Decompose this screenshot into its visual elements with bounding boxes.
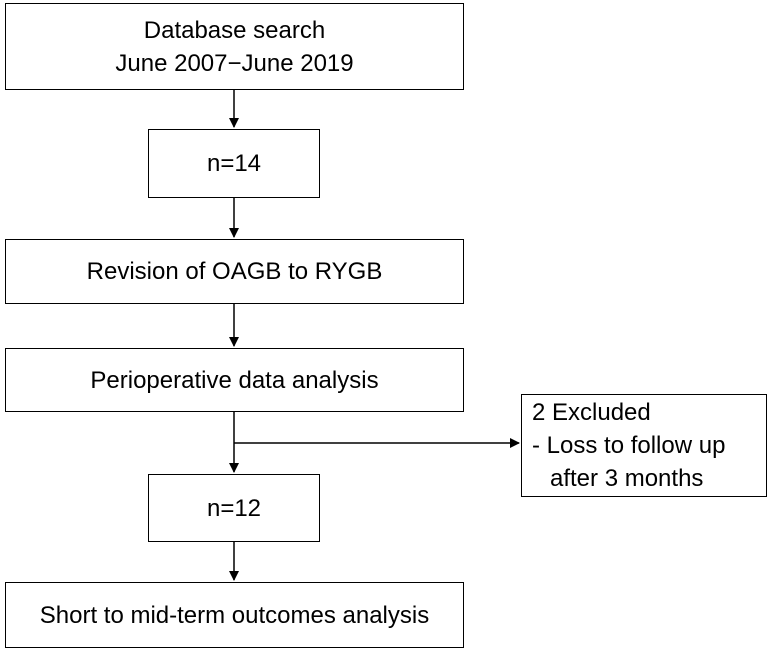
initial-count-label: n=14 bbox=[206, 150, 262, 177]
excluded-reason-detail: after 3 months bbox=[550, 465, 704, 492]
final-count-box: n=12 bbox=[148, 474, 320, 542]
outcomes-box: Short to mid-term outcomes analysis bbox=[5, 582, 464, 648]
final-count-label: n=12 bbox=[206, 494, 262, 522]
database-search-box: Database search June 2007−June 2019 bbox=[5, 3, 464, 90]
initial-count-box: n=14 bbox=[148, 129, 320, 198]
revision-label: Revision of OAGB to RYGB bbox=[86, 258, 383, 285]
excluded-box: 2 Excluded - Loss to follow up after 3 m… bbox=[521, 394, 767, 497]
excluded-reason: - Loss to follow up bbox=[532, 432, 726, 459]
excluded-count: 2 Excluded bbox=[532, 399, 651, 426]
perioperative-label: Perioperative data analysis bbox=[90, 366, 379, 394]
database-search-title: Database search bbox=[143, 16, 326, 44]
perioperative-box: Perioperative data analysis bbox=[5, 348, 464, 412]
outcomes-label: Short to mid-term outcomes analysis bbox=[39, 601, 430, 629]
database-search-dates: June 2007−June 2019 bbox=[115, 49, 354, 77]
revision-box: Revision of OAGB to RYGB bbox=[5, 239, 464, 304]
